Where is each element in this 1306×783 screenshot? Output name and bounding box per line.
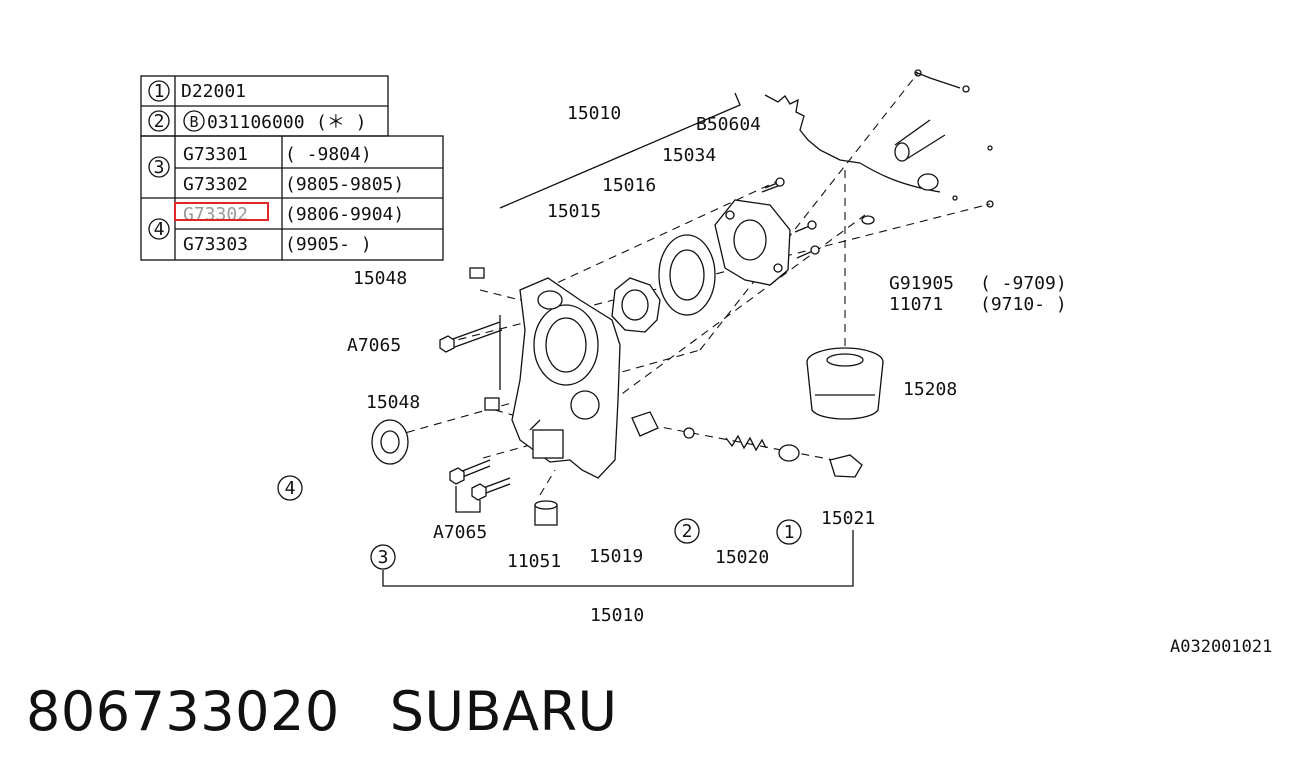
label-15048-lower[interactable]: 15048: [366, 392, 420, 413]
cover-screws: [761, 177, 820, 259]
inner-rotor: [611, 277, 661, 333]
table-row2-prefix: B: [189, 113, 198, 131]
label-15010-bottom[interactable]: 15010: [590, 605, 644, 626]
label-g91905[interactable]: G91905: [889, 273, 954, 294]
label-11071[interactable]: 11071: [889, 294, 943, 315]
label-a7065-upper[interactable]: A7065: [347, 335, 401, 356]
label-15015[interactable]: 15015: [547, 201, 601, 222]
bolt-a7065-lower: [449, 459, 511, 501]
table-row3b-range: (9805-9805): [285, 174, 404, 195]
callout-2[interactable]: 2: [682, 521, 693, 542]
label-15021[interactable]: 15021: [821, 508, 875, 529]
table-row4b-range: (9905- ): [285, 234, 372, 255]
table-row3a-code[interactable]: G73301: [183, 144, 248, 165]
label-15010-top[interactable]: 15010: [567, 103, 621, 124]
label-g91905-range: ( -9709): [980, 273, 1067, 294]
parts-reference-table: 1 2 3 4 D22001 B 031106000 (＊ ) G73301 (…: [140, 75, 444, 261]
callout-3[interactable]: 3: [378, 547, 389, 568]
caption-part-number: 806733020: [26, 680, 340, 743]
table-ref-4: 4: [154, 219, 165, 240]
label-11051[interactable]: 11051: [507, 551, 561, 572]
caption: 806733020 SUBARU: [26, 680, 668, 750]
table-row4a-range: (9806-9904): [285, 204, 404, 225]
callout-4[interactable]: 4: [285, 478, 296, 499]
engine-block-outline: [764, 69, 994, 208]
table-row4a-code[interactable]: G73302: [183, 204, 248, 225]
table-row4b-code[interactable]: G73303: [183, 234, 248, 255]
label-15019[interactable]: 15019: [589, 546, 643, 567]
diagram-code: A032001021: [1170, 637, 1272, 657]
table-ref-2: 2: [154, 111, 165, 132]
label-b50604[interactable]: B50604: [696, 114, 761, 135]
caption-brand: SUBARU: [389, 680, 618, 743]
table-row3b-code[interactable]: G73302: [183, 174, 248, 195]
relief-valve-plug: [829, 454, 863, 478]
label-15016[interactable]: 15016: [602, 175, 656, 196]
table-row1-code: D22001: [181, 81, 246, 102]
gasket: [778, 444, 800, 462]
label-15034[interactable]: 15034: [662, 145, 716, 166]
leader-lines: [382, 92, 854, 587]
o-ring: [861, 215, 875, 225]
table-row2-code: 031106000: [207, 112, 305, 133]
outer-rotor: [658, 234, 716, 316]
label-15048-upper[interactable]: 15048: [353, 268, 407, 289]
callout-1[interactable]: 1: [784, 522, 795, 543]
plug-15048-lower: [484, 397, 500, 411]
label-a7065-lower[interactable]: A7065: [433, 522, 487, 543]
label-15208[interactable]: 15208: [903, 379, 957, 400]
label-11071-range: (9710- ): [980, 294, 1067, 315]
pump-cover-plate: [714, 199, 791, 286]
oil-filter: [806, 347, 884, 420]
oil-pump-body: [499, 277, 621, 479]
drain-plug-11051: [534, 500, 558, 526]
table-row3a-range: ( -9804): [285, 144, 372, 165]
table-ref-1: 1: [154, 81, 165, 102]
oil-seal: [371, 419, 409, 465]
bolt-a7065-upper: [439, 321, 503, 353]
label-15020[interactable]: 15020: [715, 547, 769, 568]
relief-valve-spring: [725, 434, 767, 452]
selected-part-highlight: [174, 202, 269, 221]
table-row2-range: (＊ ): [316, 112, 367, 133]
plug-15048-upper: [469, 267, 485, 279]
table-ref-3: 3: [154, 157, 165, 178]
relief-valve-plunger: [631, 411, 659, 437]
washer: [683, 427, 695, 439]
